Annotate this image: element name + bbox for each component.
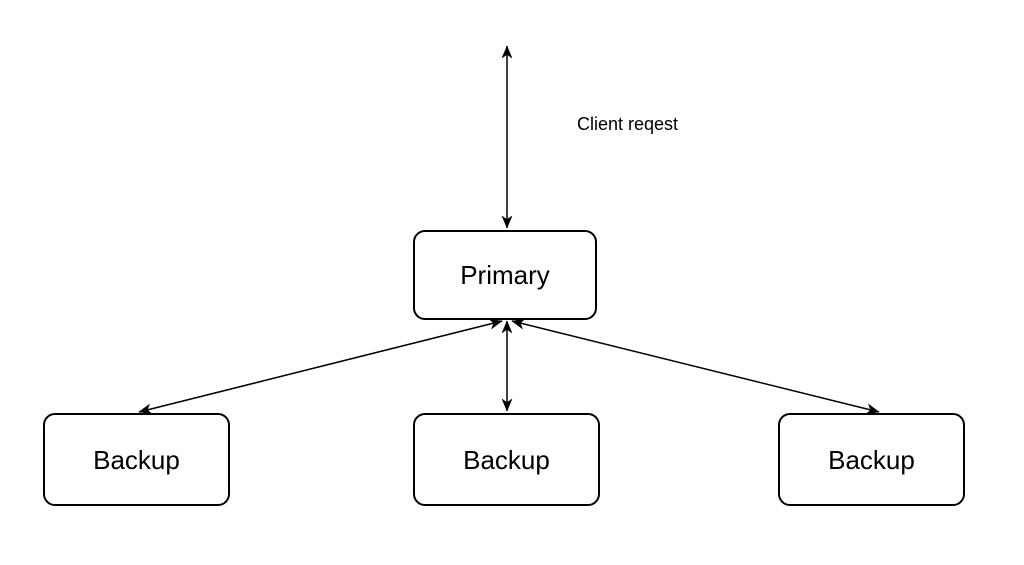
edge-primary-backup-1-arrow — [138, 318, 503, 415]
node-primary-label: Primary — [460, 260, 550, 290]
node-backup-3-label: Backup — [828, 444, 915, 475]
node-backup-2-label: Backup — [463, 444, 550, 475]
node-backup-1: Backup — [43, 413, 230, 506]
node-primary: Primary — [413, 230, 597, 320]
node-backup-3: Backup — [778, 413, 965, 506]
node-backup-1-label: Backup — [93, 444, 180, 475]
client-request-label: Client reqest — [577, 114, 679, 134]
node-backup-2: Backup — [413, 413, 600, 506]
edge-primary-backup-3-arrow — [511, 318, 880, 415]
